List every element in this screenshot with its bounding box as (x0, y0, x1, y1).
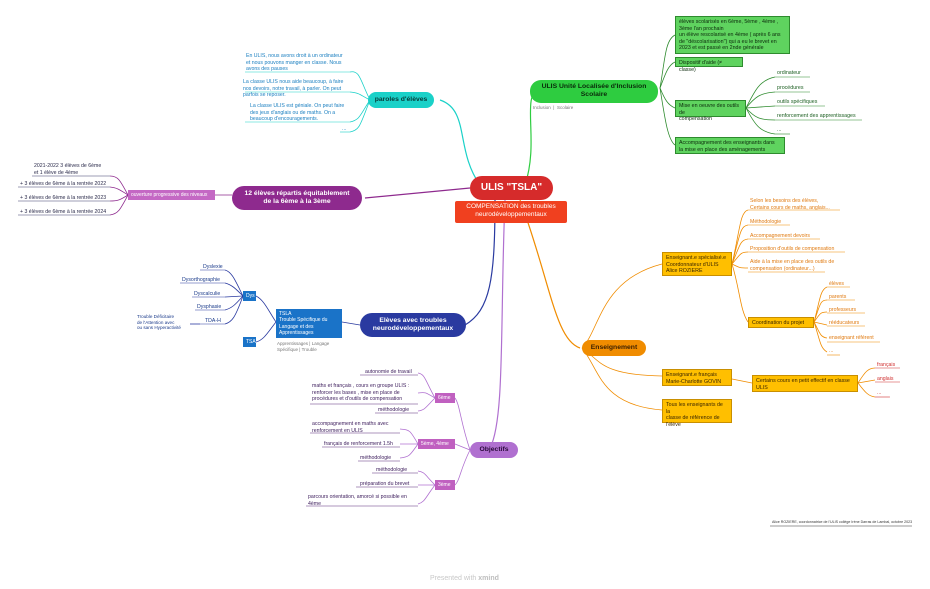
ulis-eleves-box[interactable]: élèves scolarisés en 6ème, 5ème , 4ème ,… (675, 16, 790, 54)
objectif-3eme-orientation[interactable]: parcours orientation, amorcé si possible… (308, 494, 407, 507)
branch-ulis[interactable]: ULIS Unité Localisée d'Inclusion Scolair… (530, 80, 658, 103)
repartition-tag[interactable]: ouverture progressive des niveaux (128, 190, 215, 200)
dys-item-dysorthographie[interactable]: Dysorthographie (182, 277, 221, 283)
objectif-54-maths[interactable]: accompagnement en maths avec renforcemen… (312, 421, 389, 434)
author-credit: Alice ROZIERE, coordonnatrice de l'ULIS … (772, 520, 913, 524)
tdah-note[interactable]: Trouble Déficitaire de l'Attention avec … (137, 314, 181, 331)
branch-eleves-troubles[interactable]: Elèves avec troubles neurodéveloppementa… (360, 313, 466, 337)
objectif-3eme-methodologie[interactable]: méthodologie (376, 467, 408, 473)
ulis-outil-specifiques[interactable]: outils spécifiques (777, 99, 818, 105)
coordination-box[interactable]: Coordination du projet (748, 317, 814, 328)
ulis-outil-renforcement[interactable]: renforcement des apprentissages (777, 113, 856, 119)
ulis-accompagnement-box[interactable]: Accompagnement des enseignants dans la m… (675, 137, 785, 154)
objectif-tag-3eme[interactable]: 3ème (435, 480, 455, 490)
tsla-tag-specifique: Spécifique (277, 346, 299, 352)
footer-presented-with: Presented with xmind (430, 575, 499, 584)
dys-tag[interactable]: Dys (243, 291, 256, 301)
subject-anglais[interactable]: anglais (877, 376, 894, 382)
tdah-item[interactable]: TDA-H (205, 318, 221, 324)
subject-francais[interactable]: français (877, 362, 896, 368)
ens-item-devoirs[interactable]: Accompagnement devoirs (750, 233, 810, 239)
ulis-outil-ordinateur[interactable]: ordinateur (777, 70, 801, 76)
objectif-tag-6eme[interactable]: 6ème (435, 393, 455, 403)
objectif-54-methodologie[interactable]: méthodologie (360, 455, 392, 461)
tsla-box[interactable]: TSLA Trouble Spécifique du Langage et de… (276, 309, 342, 338)
central-subtitle[interactable]: COMPENSATION des troubles neurodéveloppe… (455, 201, 567, 223)
tsla-tag-apprentissages: Apprentissages (277, 341, 309, 346)
coord-item-reeducateurs[interactable]: rééducateurs (829, 320, 860, 326)
footer-text: Presented with (430, 575, 477, 582)
ulis-tag-inclusion: Inclusion (533, 105, 551, 110)
enseignant-specialise-box[interactable]: Enseignant.e spécialisé.e Coordonnateur … (662, 252, 732, 276)
objectif-tag-5eme-4eme[interactable]: 5ème, 4ème (418, 439, 455, 449)
tous-enseignants-box[interactable]: Tous les enseignants de la classe de réf… (662, 399, 732, 428)
coord-item-referent[interactable]: enseignant référent (829, 335, 874, 341)
repartition-item-1[interactable]: 2021-2022 3 élèves de 6ème et 1 élève de… (34, 163, 102, 176)
dys-item-dysphasie[interactable]: Dysphasie (197, 304, 222, 310)
dys-item-dyslexie[interactable]: Dyslexie (203, 264, 223, 270)
repartition-item-4[interactable]: + 3 élèves de 6ème à la rentrée 2024 (20, 209, 107, 215)
ulis-dispositif-box[interactable]: Dispositif d'aide (≠ classe) (675, 57, 743, 73)
parole-quote-2[interactable]: La classe ULIS nous aide beaucoup, à fai… (243, 79, 344, 98)
branch-objectifs[interactable]: Objectifs (470, 442, 518, 458)
parole-quote-more[interactable]: ... (342, 126, 347, 132)
dys-item-dyscalculie[interactable]: Dyscalculie (194, 291, 221, 297)
coord-item-eleves[interactable]: élèves (829, 281, 844, 287)
objectif-6eme-autonomie[interactable]: autonomie de travail (365, 369, 412, 375)
tsla-tag-trouble: Trouble (301, 346, 317, 352)
subject-more[interactable]: ... (877, 390, 882, 396)
enseignant-francais-box[interactable]: Enseignant.e français Marie-Charlotte GO… (662, 369, 732, 386)
objectif-6eme-methodologie[interactable]: méthodologie (378, 407, 410, 413)
ens-item-aide[interactable]: Aide à la mise en place des outils de co… (750, 259, 835, 272)
tsa-tag[interactable]: TSA (243, 337, 256, 347)
parole-quote-3[interactable]: La classe ULIS est géniale. On peut fair… (250, 103, 345, 122)
ulis-tag-scolaire: Scolaire (556, 105, 574, 110)
ens-item-methodologie[interactable]: Méthodologie (750, 219, 782, 225)
ens-item-besoins[interactable]: Selon les besoins des élèves, Certains c… (750, 198, 830, 211)
tsla-tag-langage: Langage (311, 341, 330, 346)
cours-petit-effectif-box[interactable]: Certains cours en petit effectif en clas… (752, 375, 858, 392)
ulis-tags: Inclusion | Scolaire (533, 105, 574, 110)
xmind-logo[interactable]: xmind (478, 575, 499, 582)
parole-quote-1[interactable]: En ULIS, nous avons droit à un ordinateu… (246, 53, 343, 72)
central-topic[interactable]: ULIS "TSLA" (470, 176, 553, 200)
objectif-54-francais[interactable]: français de renforcement 1.5h (324, 441, 393, 447)
coord-item-parents[interactable]: parents (829, 294, 847, 300)
repartition-item-3[interactable]: + 3 élèves de 6ème à la rentrée 2023 (20, 195, 107, 201)
ulis-outil-more[interactable]: ... (777, 127, 782, 133)
branch-repartition[interactable]: 12 élèves répartis équitablement de la 6… (232, 186, 362, 210)
tsla-tags: Apprentissages | Langage Spécifique | Tr… (277, 341, 330, 352)
coord-item-more[interactable]: ... (829, 348, 834, 354)
objectif-3eme-brevet[interactable]: préparation du brevet (360, 481, 410, 487)
repartition-item-2[interactable]: + 3 élèves de 6ème à la rentrée 2022 (20, 181, 107, 187)
branch-paroles[interactable]: paroles d'élèves (368, 92, 434, 108)
ens-item-proposition[interactable]: Proposition d'outils de compensation (750, 246, 835, 252)
coord-item-professeurs[interactable]: professeurs (829, 307, 857, 313)
objectif-6eme-maths[interactable]: maths et français , cours en groupe ULIS… (312, 383, 410, 402)
branch-enseignement[interactable]: Enseignement (582, 340, 646, 356)
ulis-outil-procedures[interactable]: procédures (777, 85, 804, 91)
ulis-outils-box[interactable]: Mise en oeuvre des outils de compensatio… (675, 100, 746, 122)
